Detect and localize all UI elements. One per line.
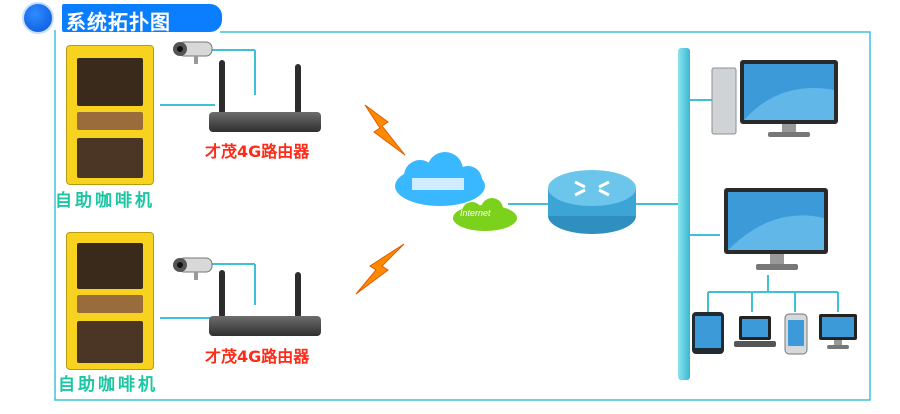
smartphone-icon [784,313,808,355]
tablet-icon [692,312,724,354]
router-body [209,316,321,336]
page-title: 系统拓扑图 [66,10,171,34]
antenna [295,64,301,114]
router-label: 才茂4G路由器 [205,142,310,161]
internet-cloud-icon [453,198,517,231]
router-4g-1 [205,60,325,135]
core-router-icon [548,170,636,234]
frame-line [54,30,871,401]
machine-panel [77,321,143,363]
machine-label: 自助咖啡机 [58,375,158,395]
machine-screen [77,243,143,289]
coffee-machine-1 [66,45,154,185]
network-bus [678,48,690,380]
router-label: 才茂4G路由器 [205,347,310,366]
client-pc-icon [724,188,828,270]
machine-panel [77,138,143,178]
network-cloud-icon [395,152,485,206]
monitoring-pc-icon [711,60,838,137]
antenna [219,270,225,318]
router-body [209,112,321,132]
coffee-machine-2 [66,232,154,370]
internet-label: Internet [460,208,491,218]
title-tab: 系统拓扑图 [0,0,225,36]
antenna [295,272,301,318]
wireless-lightning-icon [355,243,405,295]
machine-slot [77,295,143,313]
machine-screen [77,58,143,106]
title-bullet-icon [22,2,54,34]
camera-icon [173,257,213,280]
router-4g-2 [205,270,325,340]
machine-label: 自助咖啡机 [55,191,155,211]
laptop-icon [734,316,776,347]
wireless-lightning-icon [364,104,406,156]
desktop-monitor-icon [819,314,857,349]
machine-slot [77,112,143,130]
antenna [219,60,225,115]
title-bar [62,4,222,32]
camera-icon [173,41,213,64]
